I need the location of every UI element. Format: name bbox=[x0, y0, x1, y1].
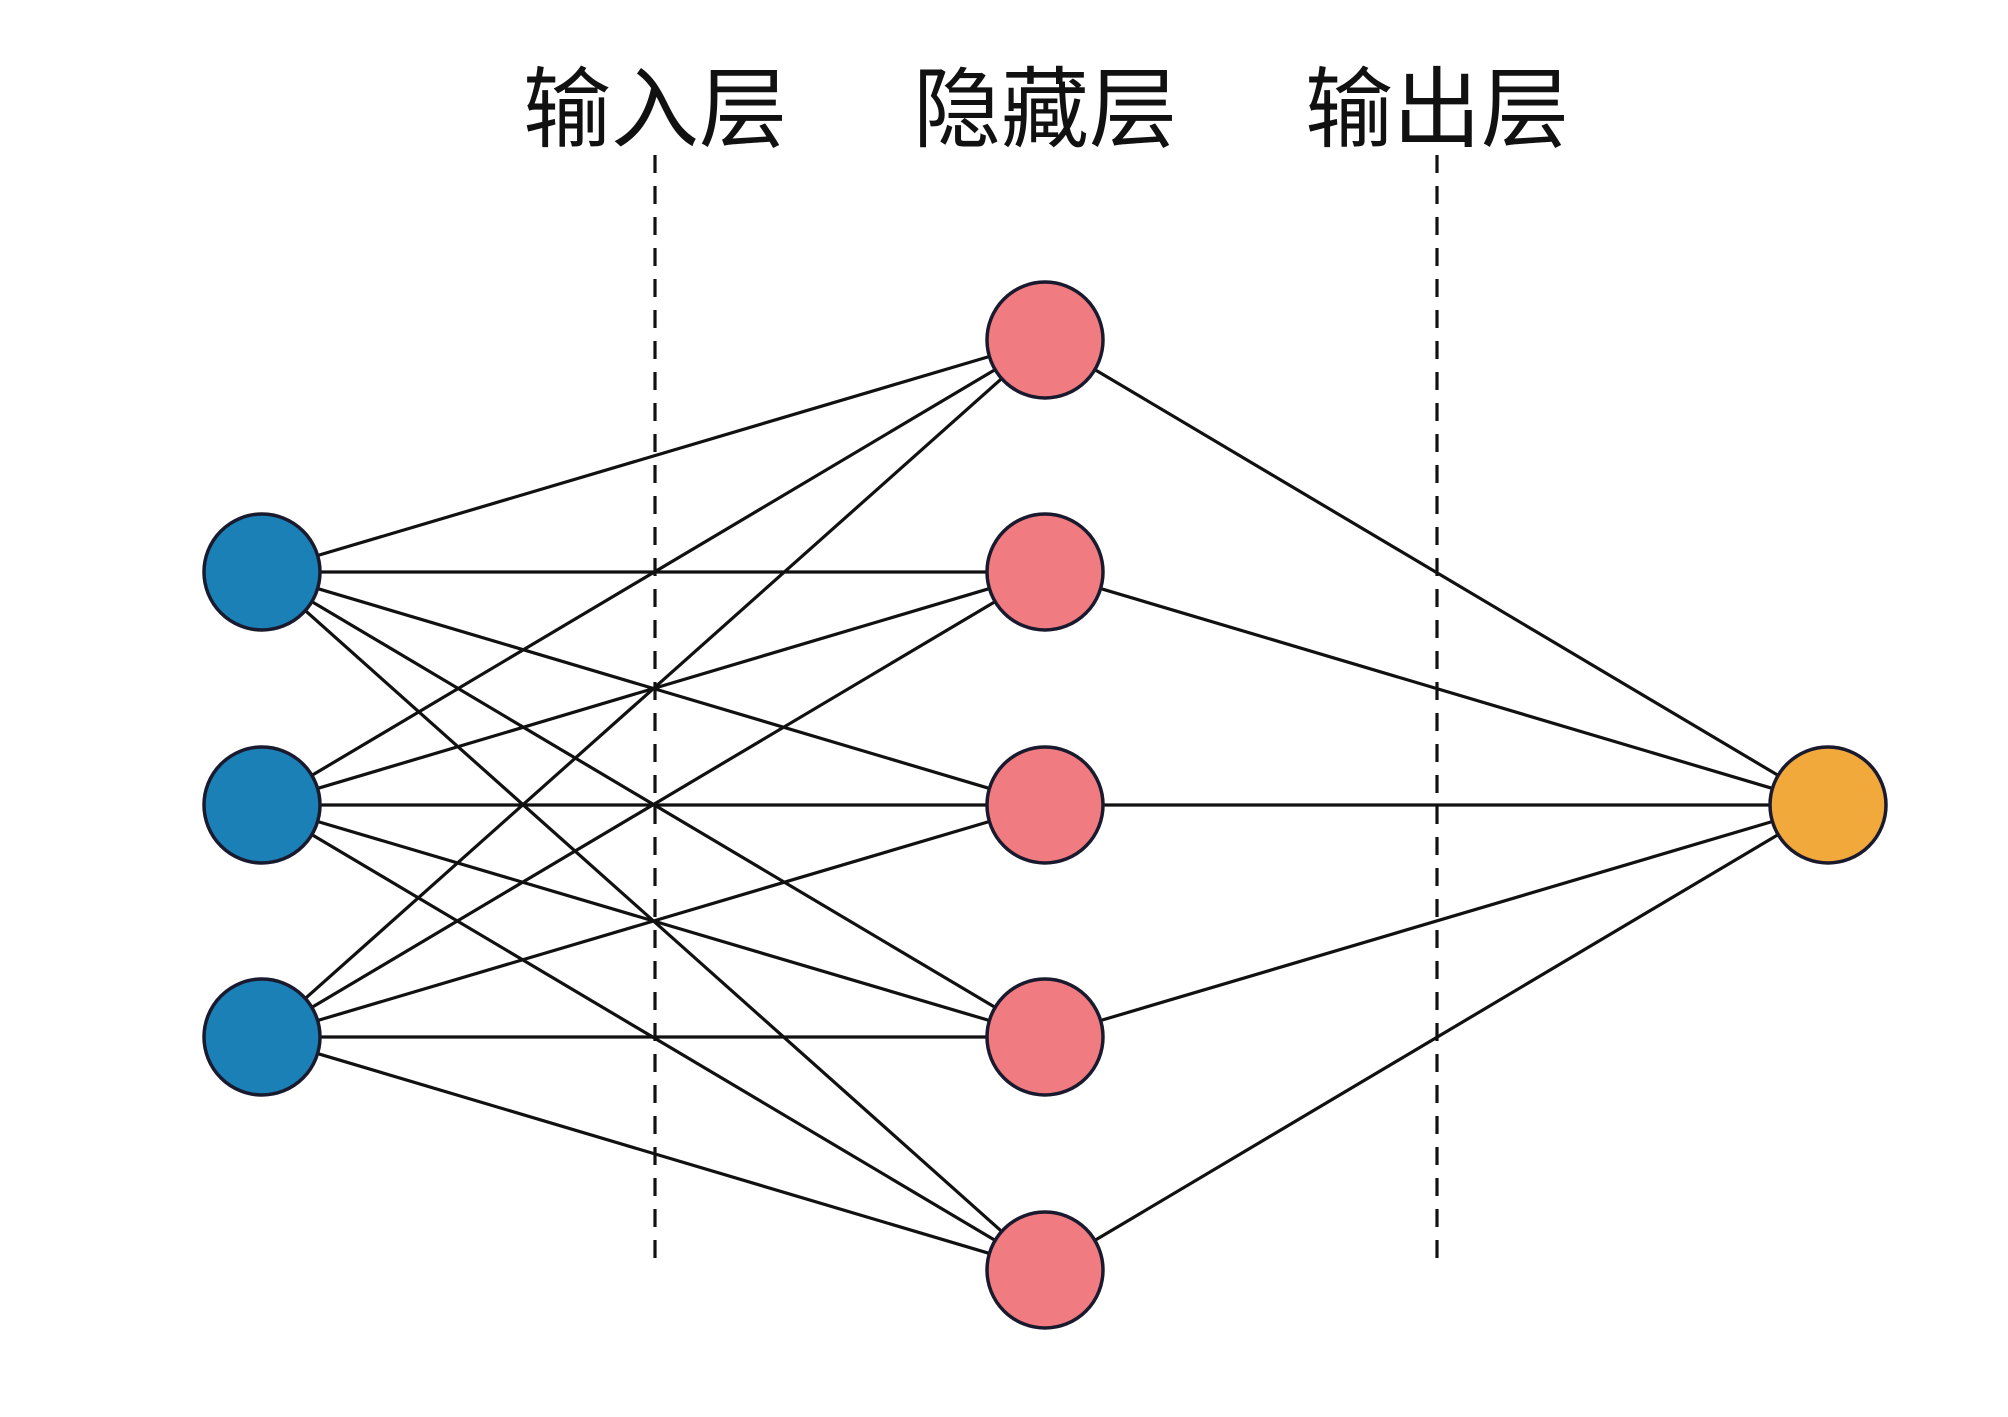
edge-hidden-1-output-1 bbox=[1094, 368, 1779, 777]
edge-hidden-2-output-1 bbox=[1100, 587, 1773, 790]
edge-hidden-5-output-1 bbox=[1094, 833, 1779, 1242]
edge-input-3-hidden-3 bbox=[317, 819, 990, 1023]
hidden-neuron-2 bbox=[985, 512, 1105, 632]
hidden-neuron-4 bbox=[985, 977, 1105, 1097]
hidden-neuron-5 bbox=[985, 1210, 1105, 1330]
edge-input-3-hidden-2 bbox=[311, 600, 996, 1009]
edge-input-1-hidden-1 bbox=[317, 354, 990, 558]
hidden-neuron-3 bbox=[985, 745, 1105, 865]
hidden-neuron-1 bbox=[985, 280, 1105, 400]
input-layer-label: 输入层 bbox=[523, 58, 787, 161]
input-neuron-3 bbox=[202, 977, 322, 1097]
edge-input-2-hidden-1 bbox=[311, 368, 996, 777]
input-neuron-1 bbox=[202, 512, 322, 632]
connections bbox=[304, 354, 1779, 1255]
hidden-layer-label: 隐藏层 bbox=[913, 58, 1177, 161]
edge-hidden-4-output-1 bbox=[1100, 819, 1773, 1023]
edge-input-3-hidden-5 bbox=[317, 1052, 990, 1255]
layer-labels: 输入层 隐藏层 输出层 bbox=[523, 58, 1569, 161]
output-layer-label: 输出层 bbox=[1305, 58, 1569, 161]
output-neuron-1 bbox=[1768, 745, 1888, 865]
input-neuron-2 bbox=[202, 745, 322, 865]
neurons bbox=[202, 280, 1888, 1330]
edge-input-3-hidden-1 bbox=[304, 377, 1003, 1000]
